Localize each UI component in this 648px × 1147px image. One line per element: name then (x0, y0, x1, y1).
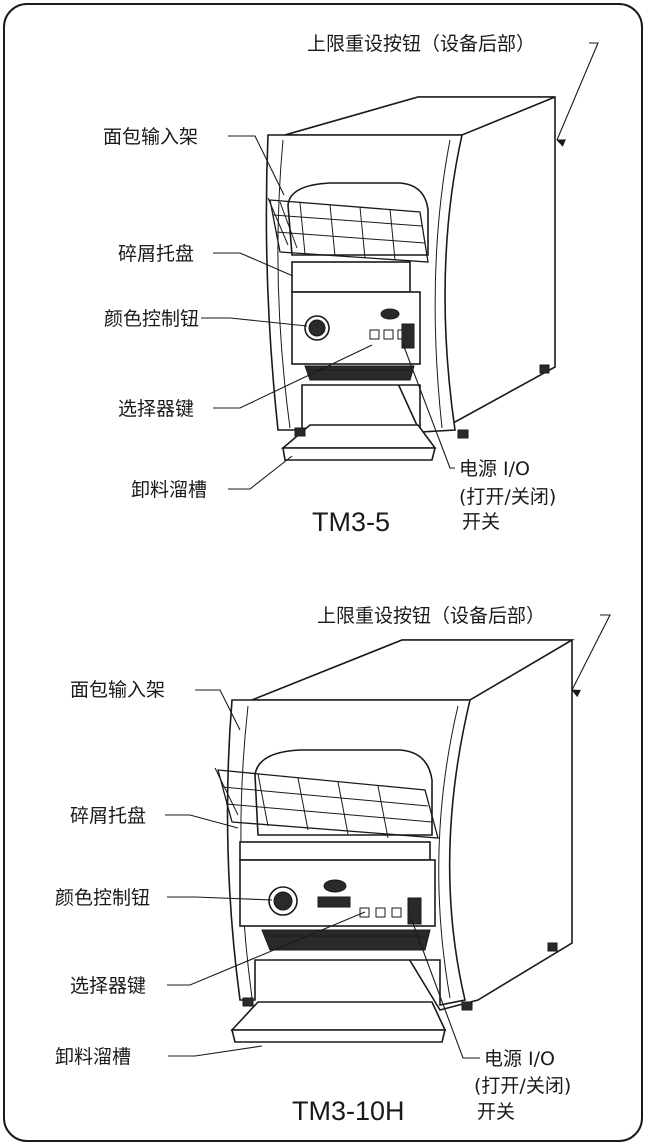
diagram-tm3-10h: 面包输入架 碎屑托盘 颜色控制钮 选择器键 卸料溜槽 上限重设按钮（设备后部） … (55, 605, 611, 1126)
model-name: TM3-10H (292, 1096, 405, 1126)
label-power-switch-line1: 电源 I/O (484, 1048, 555, 1070)
label-power-switch-line3: 开关 (477, 1101, 515, 1123)
label-selector-keys: 选择器键 (118, 398, 194, 420)
label-color-control-knob: 颜色控制钮 (55, 887, 150, 909)
toaster-illustration (214, 639, 575, 1043)
toaster-illustration (265, 96, 556, 461)
label-bread-rack: 面包输入架 (70, 679, 165, 701)
label-crumb-tray: 碎屑托盘 (118, 243, 194, 265)
figure-frame (3, 3, 643, 1142)
label-selector-keys: 选择器键 (70, 975, 146, 997)
label-power-switch-line3: 开关 (462, 511, 500, 533)
label-crumb-tray: 碎屑托盘 (70, 805, 146, 827)
label-discharge-chute: 卸料溜槽 (131, 479, 207, 501)
label-power-switch-line2: (打开/关闭) (474, 1075, 571, 1097)
label-discharge-chute: 卸料溜槽 (55, 1046, 131, 1068)
model-name: TM3-5 (312, 507, 390, 537)
label-reset-button: 上限重设按钮（设备后部） (307, 33, 535, 55)
diagram-tm3-5: 面包输入架 碎屑托盘 颜色控制钮 选择器键 卸料溜槽 上限重设按钮（设备后部） … (103, 33, 599, 537)
label-power-switch-line2: (打开/关闭) (459, 486, 556, 508)
label-color-control-knob: 颜色控制钮 (104, 308, 199, 330)
label-reset-button: 上限重设按钮（设备后部） (317, 605, 545, 627)
label-power-switch-line1: 电源 I/O (459, 458, 530, 480)
label-bread-rack: 面包输入架 (103, 126, 198, 148)
